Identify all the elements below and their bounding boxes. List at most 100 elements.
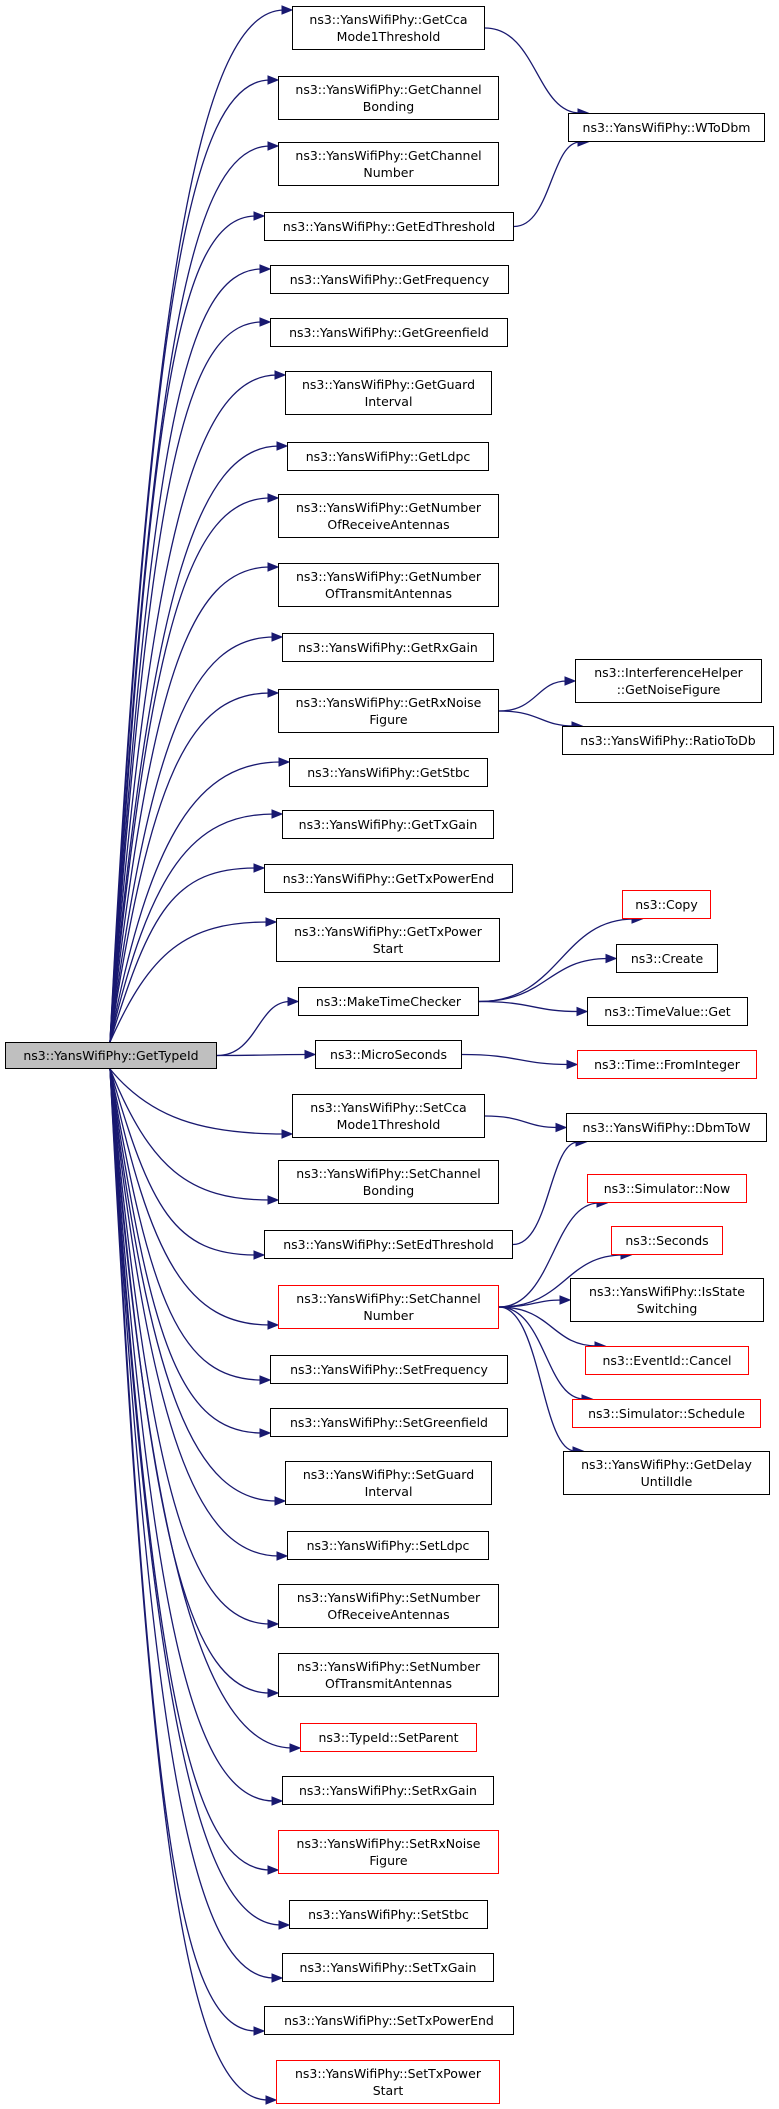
function-name-line: Bonding bbox=[362, 99, 415, 114]
arrowhead-icon bbox=[265, 2095, 278, 2105]
function-name-line: ns3::YansWifiPhy::SetGuard bbox=[302, 1467, 475, 1482]
arrowhead-icon bbox=[576, 1006, 589, 1017]
function-name-line: Number bbox=[363, 1308, 414, 1323]
call-edge bbox=[478, 1000, 580, 1013]
function-name-line: Mode1Threshold bbox=[336, 29, 441, 44]
function-name-line: ns3::YansWifiPhy::IsState bbox=[589, 1284, 745, 1299]
function-name: ns3::YansWifiPhy::GetStbc bbox=[307, 765, 470, 780]
function-node-cancel[interactable]: ns3::EventId::Cancel bbox=[585, 1346, 749, 1375]
function-name-line: ns3::YansWifiPhy::SetCca bbox=[310, 1100, 467, 1115]
function-node-copy[interactable]: ns3::Copy bbox=[622, 890, 711, 919]
function-node-dbmtow[interactable]: ns3::YansWifiPhy::DbmToW bbox=[566, 1113, 767, 1142]
function-name-line: Figure bbox=[369, 1853, 408, 1868]
call-edge bbox=[498, 1306, 576, 1452]
function-node-setstbc[interactable]: ns3::YansWifiPhy::SetStbc bbox=[289, 1900, 488, 1929]
call-edge bbox=[478, 957, 609, 1003]
arrowhead-icon bbox=[281, 1129, 294, 1139]
arrowhead-icon bbox=[271, 1796, 284, 1806]
function-node-getgreen[interactable]: ns3::YansWifiPhy::GetGreenfield bbox=[270, 318, 508, 347]
function-node-setedth[interactable]: ns3::YansWifiPhy::SetEdThreshold bbox=[264, 1230, 513, 1259]
call-edge bbox=[478, 918, 635, 1003]
arrowhead-icon bbox=[278, 1920, 291, 1930]
function-node-getedth[interactable]: ns3::YansWifiPhy::GetEdThreshold bbox=[264, 212, 514, 241]
arrowhead-icon bbox=[287, 996, 300, 1007]
function-node-gettxend[interactable]: ns3::YansWifiPhy::GetTxPowerEnd bbox=[264, 864, 513, 893]
function-node-maketime[interactable]: ns3::MakeTimeChecker bbox=[298, 987, 479, 1016]
function-name: ns3::TypeId::SetParent bbox=[318, 1730, 459, 1745]
function-node-simnow[interactable]: ns3::Simulator::Now bbox=[587, 1174, 747, 1203]
call-edge bbox=[109, 215, 257, 1043]
call-edge bbox=[109, 761, 282, 1043]
function-node-getfreq[interactable]: ns3::YansWifiPhy::GetFrequency bbox=[270, 265, 509, 294]
function-node-gettxgain[interactable]: ns3::YansWifiPhy::GetTxGain bbox=[282, 810, 494, 839]
function-name-line: OfTransmitAntennas bbox=[325, 586, 452, 601]
call-edge bbox=[109, 636, 275, 1043]
function-node-getstbc[interactable]: ns3::YansWifiPhy::GetStbc bbox=[289, 758, 488, 787]
function-node-setfreq[interactable]: ns3::YansWifiPhy::SetFrequency bbox=[270, 1355, 508, 1384]
function-node-setldpc[interactable]: ns3::YansWifiPhy::SetLdpc bbox=[287, 1531, 489, 1560]
call-edge bbox=[109, 1068, 263, 1434]
arrowhead-icon bbox=[267, 1688, 280, 1698]
function-node-setgreen[interactable]: ns3::YansWifiPhy::SetGreenfield bbox=[270, 1408, 508, 1437]
function-node-getrxgain[interactable]: ns3::YansWifiPhy::GetRxGain bbox=[282, 633, 494, 662]
function-node-fromint[interactable]: ns3::Time::FromInteger bbox=[577, 1050, 757, 1079]
function-name: ns3::YansWifiPhy::GetTxPowerEnd bbox=[282, 871, 495, 886]
function-node-getldpc[interactable]: ns3::YansWifiPhy::GetLdpc bbox=[287, 442, 489, 471]
call-edge bbox=[109, 145, 271, 1043]
function-name-line: ns3::YansWifiPhy::SetChannel bbox=[296, 1291, 481, 1306]
function-node-setrxgain[interactable]: ns3::YansWifiPhy::SetRxGain bbox=[282, 1776, 494, 1805]
arrowhead-icon bbox=[267, 1865, 280, 1875]
function-node-wtodbm[interactable]: ns3::YansWifiPhy::WToDbm bbox=[568, 113, 765, 142]
function-name: ns3::YansWifiPhy::SetEdThreshold bbox=[283, 1237, 494, 1252]
arrowhead-icon bbox=[605, 953, 618, 964]
function-node-noisefig[interactable]: ns3::InterferenceHelper::GetNoiseFigure bbox=[575, 659, 762, 703]
function-node-settxend[interactable]: ns3::YansWifiPhy::SetTxPowerEnd bbox=[264, 2006, 514, 2035]
function-node-create[interactable]: ns3::Create bbox=[616, 944, 718, 973]
function-node-schedule[interactable]: ns3::Simulator::Schedule bbox=[572, 1399, 761, 1428]
function-name-line: Number bbox=[363, 165, 414, 180]
function-node-setparent[interactable]: ns3::TypeId::SetParent bbox=[300, 1723, 477, 1752]
function-name: ns3::YansWifiPhy::RatioToDb bbox=[580, 733, 756, 748]
function-name-line: Mode1Threshold bbox=[336, 1117, 441, 1132]
function-node-micro[interactable]: ns3::MicroSeconds bbox=[315, 1040, 462, 1069]
function-name-line: Interval bbox=[364, 1484, 413, 1499]
call-edge bbox=[109, 445, 280, 1043]
root-function-node: ns3::YansWifiPhy::GetTypeId bbox=[5, 1042, 217, 1069]
function-name: ns3::YansWifiPhy::GetFrequency bbox=[289, 272, 490, 287]
function-node-settxgain[interactable]: ns3::YansWifiPhy::SetTxGain bbox=[282, 1953, 494, 1982]
function-node-seconds[interactable]: ns3::Seconds bbox=[611, 1226, 723, 1255]
call-edge bbox=[109, 268, 263, 1043]
function-name-line: Start bbox=[372, 2083, 404, 2098]
function-node-ratiotodb[interactable]: ns3::YansWifiPhy::RatioToDb bbox=[562, 726, 774, 755]
call-edge bbox=[109, 1068, 263, 1381]
arrowhead-icon bbox=[267, 688, 280, 698]
function-node-timeget[interactable]: ns3::TimeValue::Get bbox=[587, 997, 748, 1026]
call-edge bbox=[109, 1068, 285, 1135]
arrowhead-icon bbox=[253, 2026, 266, 2036]
function-name-line: ns3::YansWifiPhy::SetChannel bbox=[296, 1166, 481, 1181]
function-name: ns3::YansWifiPhy::SetRxGain bbox=[299, 1783, 477, 1798]
function-name: ns3::YansWifiPhy::GetTxGain bbox=[298, 817, 478, 832]
